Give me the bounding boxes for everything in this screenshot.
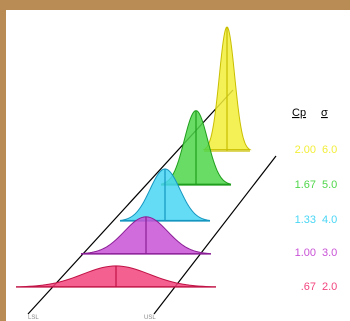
usl-line bbox=[153, 155, 277, 315]
lsl-tick-label: LSL bbox=[28, 315, 39, 321]
capability-table: 2.00 6.0 1.67 5.0 1.33 4.0 1.00 3.0 .67 2.0 bbox=[295, 144, 338, 293]
cp-value-5: .67 bbox=[301, 281, 316, 293]
sigma-value-1: 6.0 bbox=[322, 144, 337, 156]
sigma-value-5: 2.0 bbox=[322, 281, 337, 293]
distribution-curves bbox=[15, 26, 252, 288]
cp-value-3: 1.33 bbox=[295, 214, 316, 226]
usl-tick-label: USL bbox=[144, 315, 156, 321]
sigma-value-4: 3.0 bbox=[322, 247, 337, 259]
sigma-value-2: 5.0 bbox=[322, 179, 337, 191]
cp-value-1: 2.00 bbox=[295, 144, 316, 156]
cp-value-2: 1.67 bbox=[295, 179, 316, 191]
sigma-value-3: 4.0 bbox=[322, 214, 337, 226]
sigma-header: σ bbox=[321, 107, 328, 119]
cp-header: Cp bbox=[292, 107, 306, 119]
cp-value-4: 1.00 bbox=[295, 247, 316, 259]
